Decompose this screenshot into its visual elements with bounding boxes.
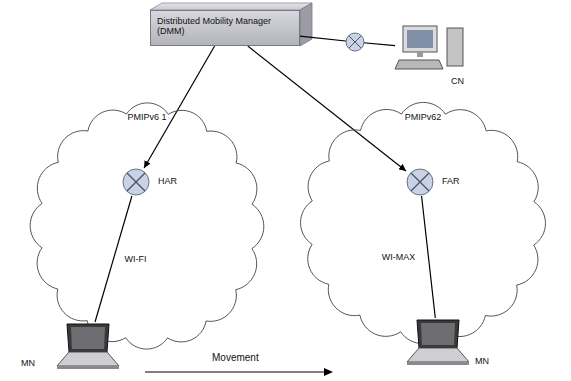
computer-outline (395, 24, 473, 74)
movement-arrowhead (324, 368, 333, 376)
laptop-icon: MN (55, 322, 121, 370)
box-label: Distributed Mobility Manager (DMM) (157, 16, 293, 37)
router-symbol (346, 33, 364, 51)
cloud-outline (30, 103, 264, 349)
router-cross (349, 36, 361, 48)
router-outline (406, 168, 434, 196)
cloud-outline (301, 102, 546, 343)
laptop-base (57, 352, 119, 366)
laptop-outline (55, 322, 121, 370)
laptop-display (71, 327, 105, 349)
link-label: WI-MAX (380, 252, 418, 262)
link-line (144, 46, 215, 168)
box-side-face (300, 3, 312, 46)
tower (447, 28, 463, 66)
router-node: FAR (406, 168, 434, 196)
laptop-display (421, 323, 455, 345)
movement-arrow (145, 371, 326, 372)
link-line (422, 196, 436, 318)
laptop-outline (405, 318, 471, 366)
movement-label: Movement (212, 352, 259, 363)
router-cross (411, 173, 429, 191)
monitor-stand (417, 52, 423, 57)
monitor (403, 26, 437, 52)
cloud-outline (28, 100, 266, 352)
cloud-outline (298, 100, 548, 346)
monitor-screen (407, 30, 433, 48)
manager-box: Distributed Mobility Manager (DMM) (150, 10, 300, 46)
network-cloud: PMIPv62FAR (298, 100, 548, 346)
network-cloud: PMIPv6 1 HAR (28, 100, 266, 352)
network-title: PMIPv62 (298, 112, 548, 122)
link-line (248, 46, 406, 171)
device-label: FAR (442, 176, 460, 186)
keyboard (395, 60, 443, 69)
laptop-icon: MN (405, 318, 471, 366)
laptop-edge (407, 362, 469, 365)
laptop-screen (67, 324, 109, 352)
device-label: CN (451, 76, 464, 86)
box-top-face (150, 3, 312, 10)
computer-icon: CN (395, 24, 473, 74)
laptop-base (407, 348, 469, 362)
device-label: HAR (158, 176, 177, 186)
device-label: MN (21, 358, 35, 368)
router-cross (349, 36, 361, 48)
router-circle (407, 169, 433, 195)
router-outline (122, 168, 150, 196)
laptop-screen (417, 320, 459, 348)
router-cross (127, 173, 145, 191)
device-label: MN (475, 356, 489, 366)
router-circle (123, 169, 149, 195)
network-title: PMIPv6 1 (28, 112, 266, 122)
link-label: WI-FI (122, 254, 148, 264)
laptop-edge (57, 366, 119, 369)
router-node: HAR (122, 168, 150, 196)
